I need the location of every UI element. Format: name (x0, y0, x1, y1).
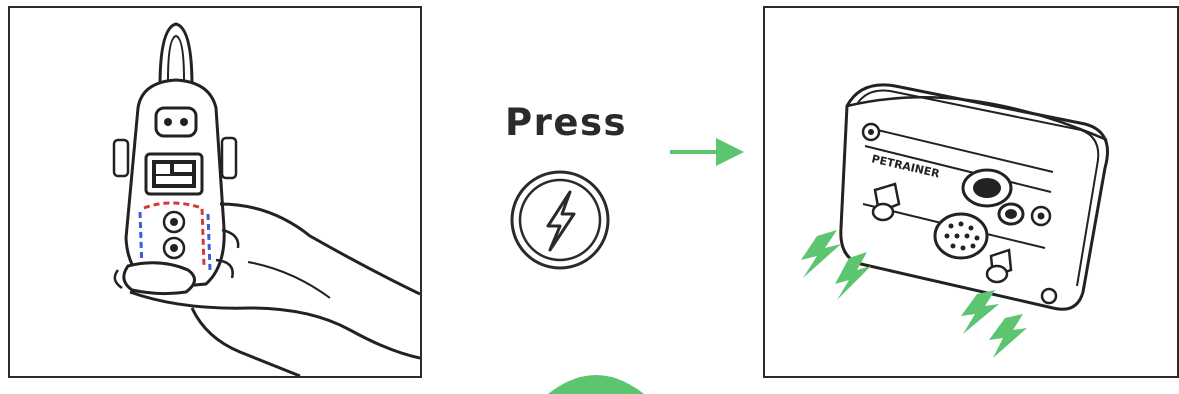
receiver-illustration-panel: PETRAINER (763, 6, 1179, 378)
vibrating-receiver-illustration: PETRAINER (765, 8, 1177, 376)
lightning-bolt-icon (512, 172, 608, 268)
arrow-right-icon (670, 138, 744, 166)
hand-holding-remote-illustration (10, 8, 420, 376)
green-circle-partial-icon (548, 375, 644, 394)
remote-illustration-panel (8, 6, 422, 378)
press-button-area (500, 130, 760, 394)
